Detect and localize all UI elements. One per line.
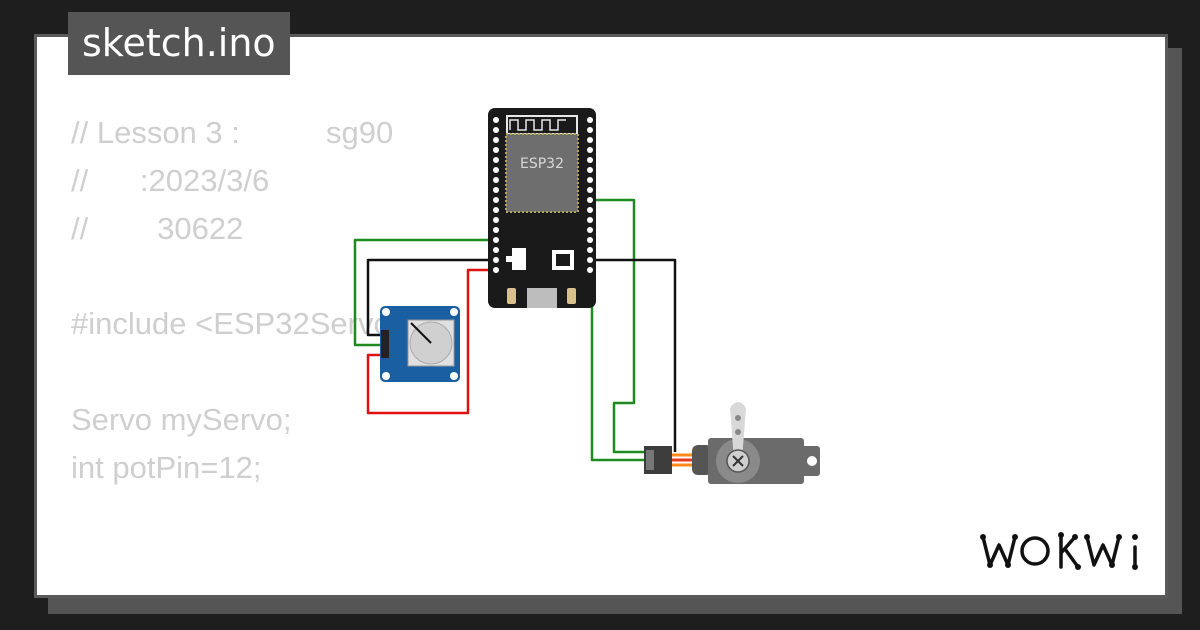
servo-motor[interactable] (644, 402, 820, 484)
code-line: Servo myServo; (71, 401, 292, 437)
wire-red-pot (366, 268, 490, 415)
file-tab[interactable]: sketch.ino (68, 12, 290, 75)
code-line: // :2023/3/6 (71, 162, 270, 198)
pot-knob-indicator (410, 322, 432, 344)
potentiometer[interactable] (380, 306, 460, 382)
code-line: int potPin=12; (71, 449, 262, 485)
esp32-board[interactable]: ESP32 (488, 108, 596, 308)
wokwi-wordmark (980, 532, 1138, 570)
code-line: // Lesson 3 : sg90 (71, 115, 394, 150)
wire-black-pot (366, 258, 490, 337)
wokwi-logo[interactable] (975, 525, 1155, 580)
esp32-label: ESP32 (520, 156, 564, 172)
project-card: // Lesson 3 : sg90// :2023/3/6// 30622#i… (34, 34, 1168, 598)
code-line: // 30622 (71, 210, 244, 246)
wire-green-servo-2 (590, 270, 645, 462)
wire-black-servo-gnd (592, 258, 677, 452)
code-preview: // Lesson 3 : sg90// :2023/3/6// 30622#i… (71, 109, 435, 595)
wire-green-pot (353, 238, 490, 347)
wire-green-servo-signal (592, 198, 645, 454)
wires (353, 198, 677, 462)
code-line: void setup() { (71, 587, 435, 595)
